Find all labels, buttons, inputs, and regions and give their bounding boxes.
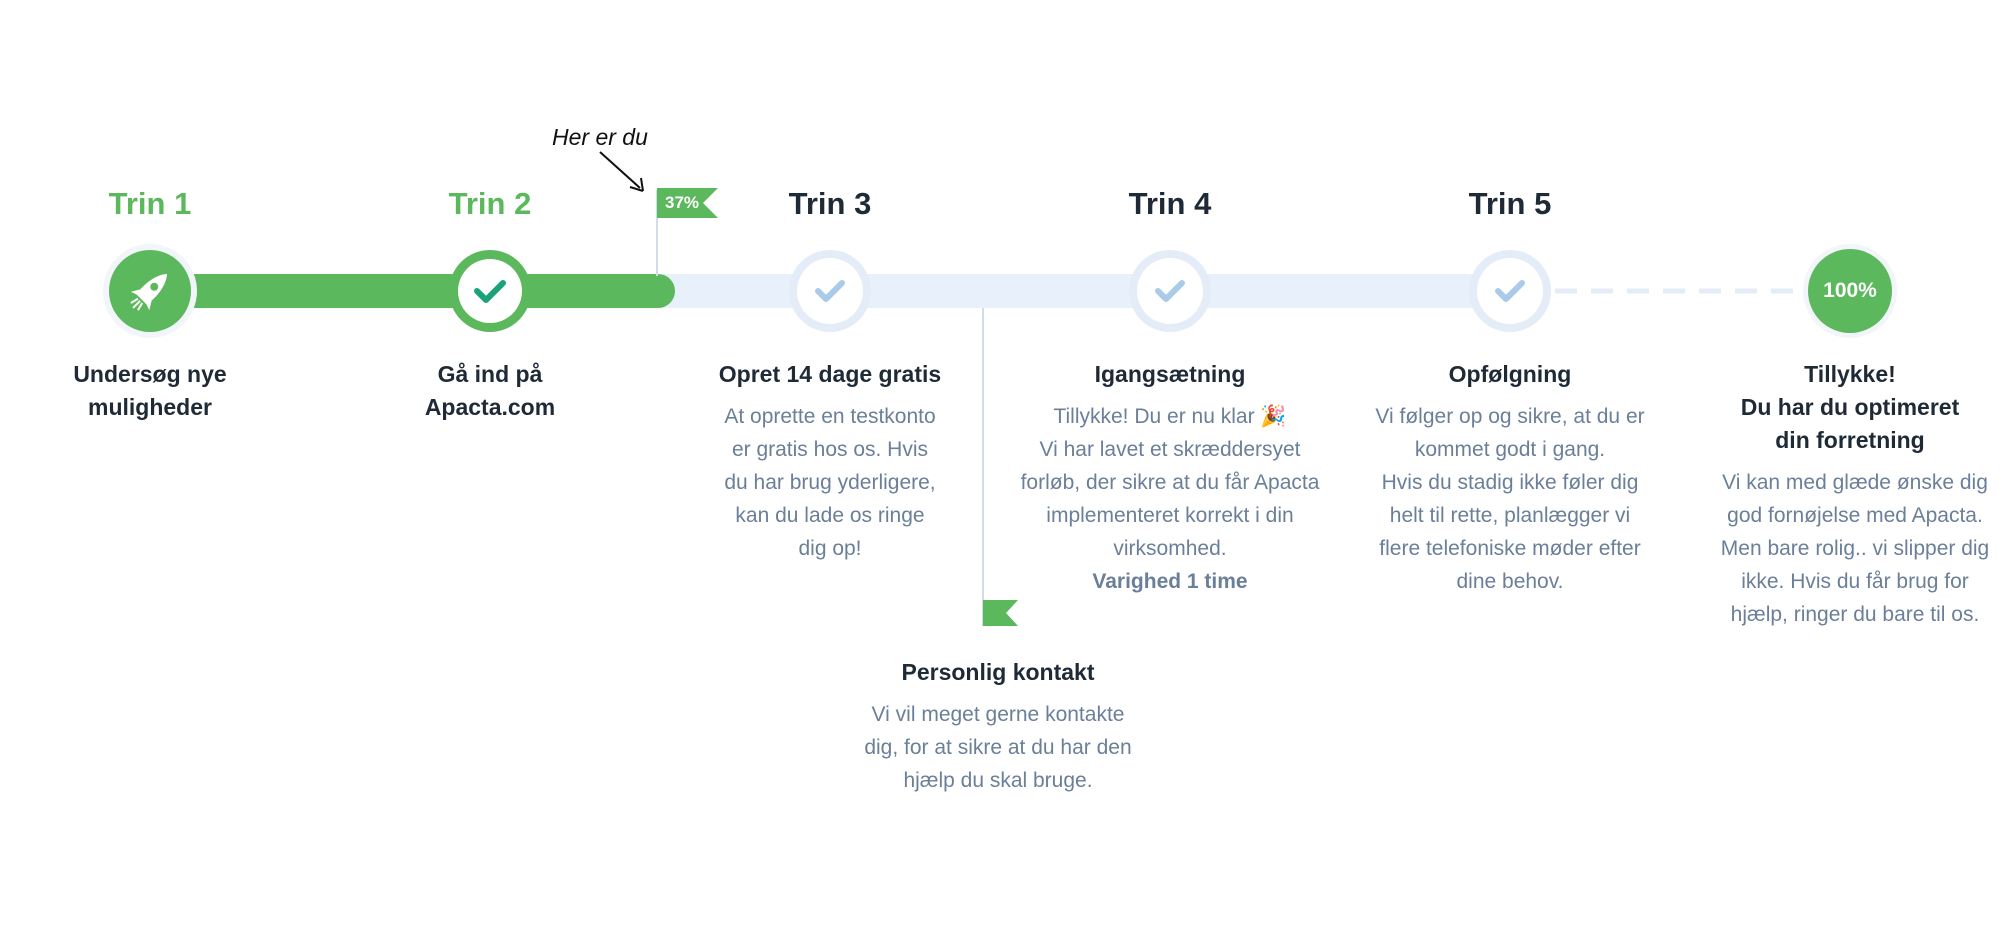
final-title: Tillykke! Du har du optimeret din forret… (1740, 361, 1960, 453)
step1-title: Undersøg nye muligheder (73, 361, 227, 420)
step2-label: Trin 2 (448, 186, 532, 221)
rocket-icon (130, 274, 167, 311)
final-node (1808, 249, 1892, 333)
check-icon (1495, 280, 1525, 302)
step3-description: At oprette en testkonto er gratis hos os… (724, 405, 936, 560)
step4-description: Tillykke! Du er nu klar 🎉 Vi har lavet e… (1010, 400, 1330, 598)
final-badge: 100% (1823, 279, 1877, 302)
milestone-description: Vi vil meget gerne kontakte dig, for at … (864, 703, 1132, 792)
step3-node (789, 250, 871, 332)
step5-title: Opfølgning (1448, 361, 1572, 387)
milestone-flag (983, 600, 1018, 626)
progress-percent: 37% (664, 193, 700, 212)
step4-title: Igangsætning (1094, 361, 1246, 387)
step2-title: Gå ind på Apacta.com (424, 361, 556, 420)
check-icon (815, 280, 845, 302)
step4-node (1129, 250, 1211, 332)
step4-label: Trin 4 (1128, 186, 1212, 221)
duration-label: Varighed 1 time (1092, 570, 1248, 593)
step3-title: Opret 14 dage gratis (718, 361, 942, 387)
step5-label: Trin 5 (1468, 186, 1552, 221)
step1-label: Trin 1 (108, 186, 192, 221)
here-arrow-line (599, 151, 641, 189)
step5-node (1469, 250, 1551, 332)
step5-description: Vi følger op og sikre, at du er kommet g… (1375, 405, 1645, 593)
check-icon (474, 280, 506, 303)
here-label: Her er du (552, 124, 648, 150)
progress-bar-fill (150, 274, 675, 308)
step3-label: Trin 3 (788, 186, 872, 221)
here-arrow-head (629, 177, 644, 192)
check-icon (1155, 280, 1185, 302)
step2-node (458, 259, 522, 323)
progress-flag (657, 188, 718, 218)
milestone-title: Personlig kontakt (901, 659, 1095, 685)
final-description: Vi kan med glæde ønske dig god fornøjels… (1720, 471, 1990, 626)
